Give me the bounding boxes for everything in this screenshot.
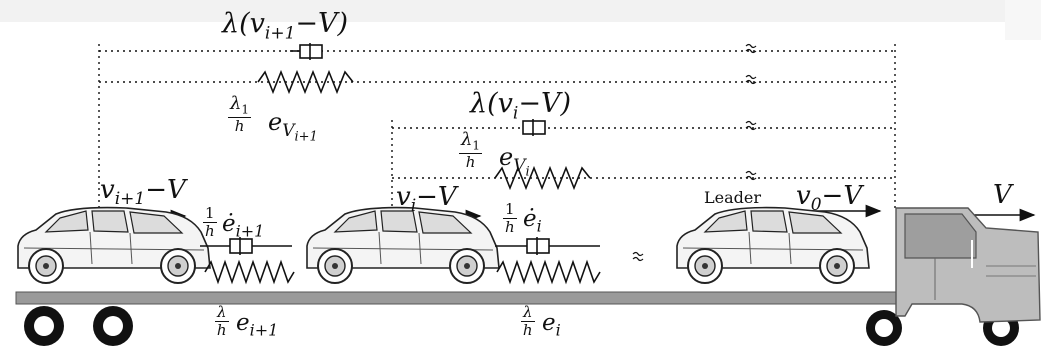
label-damper-mid-tail: −V) (518, 88, 571, 119)
label-damper-low-left-den: h (204, 222, 215, 240)
label-spring-low-left-sub: i+1 (249, 320, 279, 340)
spring-low-mid (496, 259, 601, 285)
label-spring-top-sub: V (282, 120, 295, 141)
label-damper-low-left-var: ėi+1 (222, 213, 264, 240)
label-spring-top-num: λ (230, 93, 242, 114)
label-spring-mid-sub: V (513, 155, 526, 176)
follower-car-mid (306, 206, 500, 284)
label-velocity-left-tail: −V (145, 175, 186, 205)
label-damper-mid-sub: i (512, 103, 519, 124)
label-spring-low-left-var: ei+1 (236, 312, 278, 339)
label-damper-mid-head: λ(v (470, 88, 513, 119)
label-spring-top-var: eVi+1 (268, 110, 318, 143)
follower-car-left (17, 206, 211, 284)
label-velocity-left: vi+1−V (100, 177, 186, 208)
label-spring-low-mid-num: λ (521, 303, 535, 322)
label-spring-mid-num: λ (461, 129, 473, 150)
dotted-links (98, 44, 896, 218)
label-damper-low-mid-frac: 1 h (503, 202, 517, 235)
label-damper-low-left-frac: 1 h (203, 206, 217, 239)
label-damper-low-mid-var: ėi (523, 208, 542, 235)
spring-mid (494, 165, 591, 191)
label-damper-low-left-sub: i+1 (235, 221, 265, 241)
label-leader: Leader (704, 188, 761, 207)
label-spring-low-mid-e: e (542, 310, 556, 336)
break-marks (632, 43, 757, 262)
label-damper-top-head: λ(v (222, 8, 265, 39)
label-damper-top-tail: −V) (295, 8, 349, 39)
label-velocity-left-v: v (100, 175, 115, 205)
label-spring-top-den: h (234, 116, 245, 135)
label-damper-low-mid-sub: i (536, 216, 542, 236)
label-damper-mid: λ(vi−V) (470, 90, 571, 122)
label-spring-mid-frac: λ1 h (459, 129, 483, 171)
truck-cab (895, 207, 1041, 323)
label-velocity-mid-v: v (396, 182, 411, 212)
label-velocity-leader-v: v (796, 181, 811, 211)
label-spring-mid-var: eVi (499, 145, 530, 178)
top-shade (0, 0, 1041, 22)
label-spring-low-mid-sub: i (555, 320, 561, 340)
label-spring-top-num-sub: 1 (241, 102, 250, 117)
label-spring-low-left-frac: λ h (215, 305, 229, 338)
label-spring-low-left-num: λ (215, 303, 229, 322)
label-velocity-leader-tail: −V (821, 181, 863, 211)
label-velocity-mid-sub: i (410, 196, 417, 217)
label-spring-top-subsub: i+1 (294, 129, 318, 145)
damper-mid (522, 119, 546, 136)
spring-top (257, 69, 354, 95)
label-damper-low-mid-den: h (504, 218, 515, 236)
label-velocity-leader-sub: 0 (810, 195, 822, 216)
label-spring-top-frac: λ1 h (228, 93, 252, 135)
corner-shade (1005, 0, 1041, 40)
spring-low-left (204, 259, 295, 285)
label-spring-low-mid-frac: λ h (521, 305, 535, 338)
carrier-platform (15, 291, 917, 305)
damper-top (290, 43, 323, 60)
label-velocity-mid-tail: −V (416, 182, 457, 212)
label-damper-low-left-e: ė (222, 211, 236, 237)
label-spring-mid-var-e: e (499, 143, 514, 171)
label-spring-mid-num-sub: 1 (472, 138, 481, 153)
label-damper-low-mid-num: 1 (503, 200, 517, 219)
label-spring-mid-den: h (465, 152, 476, 171)
label-damper-low-mid-e: ė (523, 206, 537, 232)
label-damper-top: λ(vi+1−V) (222, 10, 348, 42)
label-spring-top-var-e: e (268, 108, 283, 136)
label-velocity-mid: vi−V (396, 184, 457, 215)
damper-low-left (200, 237, 292, 255)
label-spring-low-mid-den: h (522, 321, 533, 339)
label-spring-mid-subsub: i (525, 164, 530, 180)
label-damper-low-left-num: 1 (203, 204, 217, 223)
label-spring-low-mid-var: ei (542, 312, 561, 339)
label-velocity-leader: v0−V (796, 183, 862, 214)
damper-low-mid (495, 237, 600, 255)
leader-car (676, 206, 870, 284)
label-truck-velocity: V (993, 180, 1012, 210)
label-spring-low-left-e: e (236, 310, 250, 336)
label-spring-low-left-den: h (216, 321, 227, 339)
label-velocity-left-sub: i+1 (114, 189, 146, 210)
label-damper-top-sub: i+1 (264, 23, 296, 44)
